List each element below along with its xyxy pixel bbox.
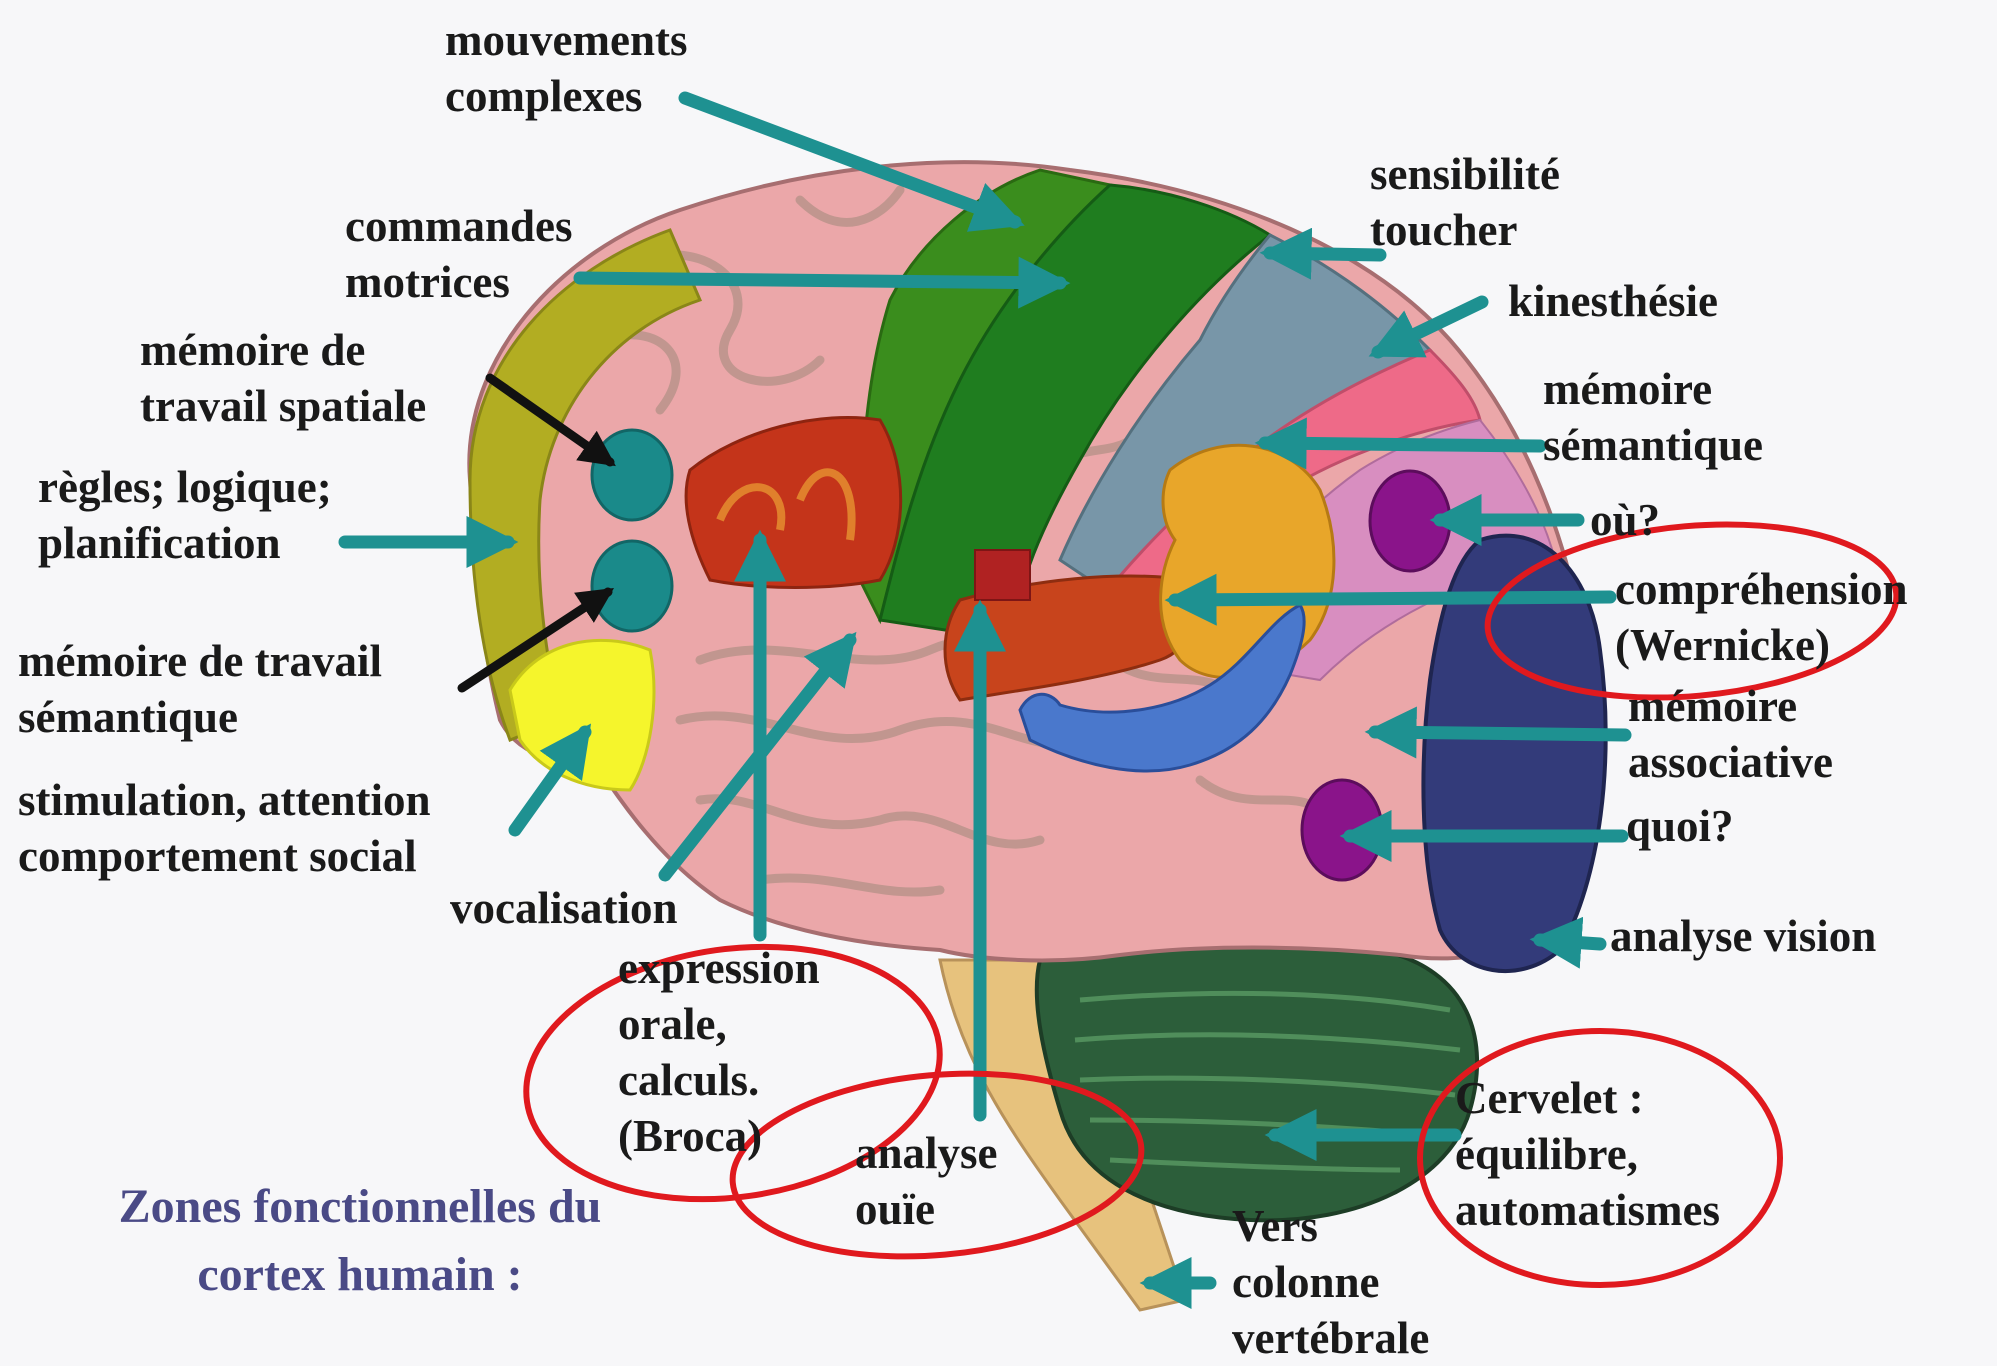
label-line: Vers (1232, 1198, 1429, 1254)
label-line: kinesthésie (1508, 273, 1718, 329)
arrow-analyse-vision (1540, 940, 1600, 944)
spatial-memory-oval (592, 430, 672, 520)
label-line: stimulation, attention (18, 772, 431, 828)
label-line: vocalisation (450, 880, 678, 936)
label-ou: où? (1590, 492, 1660, 548)
label-line: automatismes (1455, 1182, 1720, 1238)
label-line: où? (1590, 492, 1660, 548)
label-line: orale, (618, 996, 820, 1052)
label-line: planification (38, 515, 332, 571)
label-line: motrices (345, 254, 572, 310)
label-expression-broca: expression orale, calculs. (Broca) (618, 940, 820, 1164)
label-regles-logique: règles; logique; planification (38, 459, 332, 571)
label-line: mémoire (1543, 361, 1763, 417)
label-sensibilite-toucher: sensibilité toucher (1370, 146, 1560, 258)
label-line: sémantique (18, 689, 382, 745)
label-line: mémoire (1628, 678, 1833, 734)
label-memoire-travail-semantique: mémoire de travail sémantique (18, 633, 382, 745)
label-line: mémoire de (140, 322, 426, 378)
label-memoire-associative: mémoire associative (1628, 678, 1833, 790)
label-line: colonne (1232, 1254, 1429, 1310)
label-line: associative (1628, 734, 1833, 790)
wernicke-zone (1161, 445, 1334, 677)
label-vocalisation: vocalisation (450, 880, 678, 936)
label-mouvements-complexes: mouvements complexes (445, 12, 687, 124)
label-line: (Broca) (618, 1108, 820, 1164)
label-line: quoi? (1626, 798, 1734, 854)
label-line: calculs. (618, 1052, 820, 1108)
label-quoi: quoi? (1626, 798, 1734, 854)
label-line: équilibre, (1455, 1126, 1720, 1182)
label-line: expression (618, 940, 820, 996)
label-line: règles; logique; (38, 459, 332, 515)
label-line: commandes (345, 198, 572, 254)
caption-line: Zones fonctionnelles du (70, 1173, 650, 1241)
semantic-working-memory-oval (592, 541, 672, 631)
arrow-memoire-associative (1375, 732, 1625, 735)
label-line: sémantique (1543, 417, 1763, 473)
arrow-memoire-semantique (1265, 443, 1540, 446)
label-line: comportement social (18, 828, 431, 884)
label-line: analyse (855, 1125, 998, 1181)
auditory-small-zone (975, 550, 1030, 600)
label-kinesthesie: kinesthésie (1508, 273, 1718, 329)
label-line: complexes (445, 68, 687, 124)
label-cervelet: Cervelet : équilibre, automatismes (1455, 1070, 1720, 1238)
orbitofrontal-zone (510, 640, 654, 790)
label-line: mémoire de travail (18, 633, 382, 689)
label-line: analyse vision (1610, 908, 1876, 964)
label-line: Cervelet : (1455, 1070, 1720, 1126)
label-memoire-travail-spatiale: mémoire de travail spatiale (140, 322, 426, 434)
label-line: mouvements (445, 12, 687, 68)
label-line: vertébrale (1232, 1310, 1429, 1366)
caption-line: cortex humain : (70, 1241, 650, 1309)
label-memoire-semantique: mémoire sémantique (1543, 361, 1763, 473)
label-line: sensibilité (1370, 146, 1560, 202)
label-line: travail spatiale (140, 378, 426, 434)
label-commandes-motrices: commandes motrices (345, 198, 572, 310)
arrow-sensibilite (1270, 253, 1380, 255)
label-line: compréhension (1615, 561, 1908, 617)
label-comprehension-wernicke: compréhension (Wernicke) (1615, 561, 1908, 673)
label-line: toucher (1370, 202, 1560, 258)
label-vers-colonne-vertebrale: Vers colonne vertébrale (1232, 1198, 1429, 1366)
label-line: (Wernicke) (1615, 617, 1908, 673)
arrow-comprehension (1175, 597, 1610, 600)
label-line: ouïe (855, 1181, 998, 1237)
label-analyse-vision: analyse vision (1610, 908, 1876, 964)
label-analyse-ouie: analyse ouïe (855, 1125, 998, 1237)
diagram-caption: Zones fonctionnelles du cortex humain : (70, 1173, 650, 1309)
arrow-commandes (580, 278, 1060, 283)
label-stimulation: stimulation, attention comportement soci… (18, 772, 431, 884)
